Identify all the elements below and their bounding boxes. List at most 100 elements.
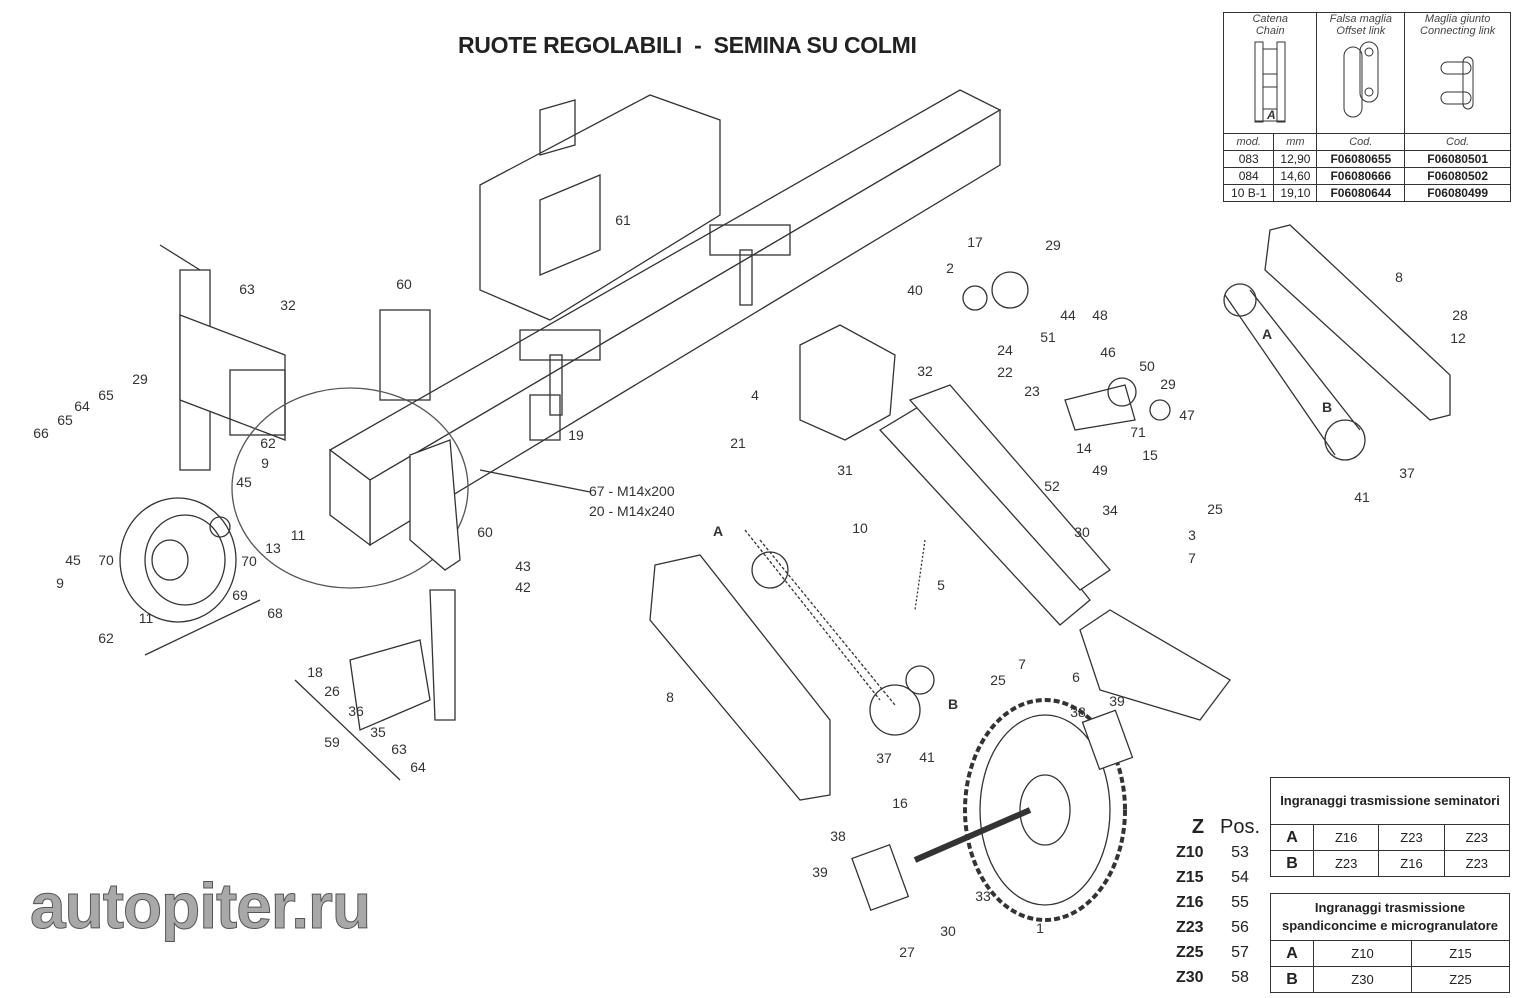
part-callout: 65 [57,412,73,428]
part-callout: 36 [348,703,364,719]
part-callout: 33 [975,888,991,904]
main-frame-beam [328,89,1002,547]
part-callout: 7 [1188,550,1196,566]
part-callout: A [712,523,724,539]
part-callout: 63 [239,281,255,297]
title-line-1: Ingranaggi trasmissione [1314,900,1466,915]
z-value: Z10 [1176,843,1204,861]
cell: F06080501 [1404,150,1511,168]
cell: Z23 [1443,850,1511,877]
part-callout: 14 [1076,440,1092,456]
cell: F06080655 [1316,150,1406,168]
part-callout: 32 [917,363,933,379]
header-it: Maglia giunto [1424,13,1491,25]
part-callout: 17 [967,234,983,250]
part-callout: 39 [812,864,828,880]
cell: Z15 [1410,940,1511,967]
part-callout: 50 [1139,358,1155,374]
bracket-line-59 [294,679,401,781]
sprocket-assembly [962,271,1171,431]
part-callout: 52 [1044,478,1060,494]
part-callout: 26 [324,683,340,699]
part-callout: 28 [1452,307,1468,323]
part-callout: 39 [1109,693,1125,709]
part-callout: 21 [730,435,746,451]
z-value: Z15 [1176,868,1204,886]
part-callout: 37 [876,750,892,766]
part-callout: 42 [515,579,531,595]
header-en: Chain [1255,25,1285,37]
part-callout: 64 [74,398,90,414]
part-callout: 37 [1399,465,1415,481]
part-callout: 41 [1354,489,1370,505]
part-callout: 3 [1188,527,1196,543]
part-callout: 40 [907,282,923,298]
cell: Z16 [1378,850,1445,877]
header-en: Connecting link [1420,25,1496,37]
part-callout: 38 [830,828,846,844]
cell: F06080499 [1404,184,1511,202]
part-callout: 61 [615,212,631,228]
cell: Z30 [1313,966,1412,993]
pos-value: 56 [1231,918,1249,936]
part-callout: 25 [990,672,1006,688]
cell: Z23 [1443,824,1511,851]
part-callout: 59 [324,734,340,750]
header-it: Falsa maglia [1329,13,1393,25]
col-cod-offset: Cod. [1316,133,1406,151]
part-callout: 43 [515,558,531,574]
disc-wheel [119,497,237,623]
part-callout: 69 [232,587,248,603]
watermark: autopiter.ru [29,870,371,943]
chain-cover-right [1223,224,1451,461]
cell: F06080666 [1316,167,1406,185]
depth-plate [349,439,461,731]
cell: 10 B-1 [1222,184,1275,202]
cell: B [1270,850,1314,877]
cell: Z16 [1312,824,1380,851]
bracket-line-68 [144,599,261,656]
pos-header: Pos. [1220,816,1261,838]
cell: 084 [1222,167,1275,185]
part-callout: 62 [260,435,276,451]
cell: F06080502 [1404,167,1511,185]
adjustable-arm [878,384,1231,721]
part-callout: 46 [1100,344,1116,360]
list-item: Z23 56 [1176,915,1280,940]
col-mod: mod. [1222,133,1275,151]
gear-housing [799,324,896,441]
part-callout: 67 - M14x200 [589,483,675,499]
part-callout: 9 [56,575,64,591]
part-callout: 2 [946,260,954,276]
part-callout: 11 [138,610,154,626]
part-callout: 23 [1024,383,1040,399]
cell: 14,60 [1273,167,1318,185]
offset-link-icon [1343,41,1379,118]
pos-value: 58 [1231,968,1249,986]
z-header: Z [1191,816,1205,838]
part-callout: 60 [396,276,412,292]
part-callout: 62 [98,630,114,646]
pos-value: 57 [1231,943,1249,961]
part-callout: 64 [410,759,426,775]
z-value: Z30 [1176,968,1204,986]
part-callout: 32 [280,297,296,313]
part-callout: 22 [997,364,1013,380]
cell: A [1270,940,1314,967]
part-callout: 30 [940,923,956,939]
z-value: Z23 [1176,918,1204,936]
axle [851,709,1134,911]
part-callout: 27 [899,944,915,960]
part-callout: 5 [937,577,945,593]
